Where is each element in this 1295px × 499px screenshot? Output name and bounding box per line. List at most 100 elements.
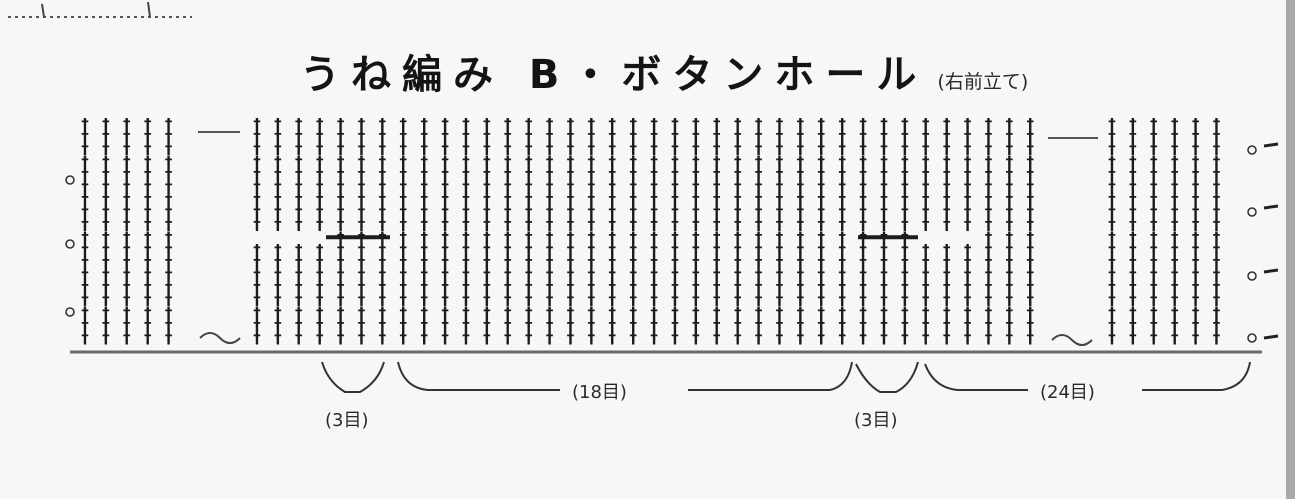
- stitch-symbol: †: [441, 228, 449, 246]
- stitch-symbol: †: [818, 291, 826, 309]
- stitch-symbol: †: [609, 140, 617, 158]
- stitch-symbol: †: [144, 165, 152, 183]
- stitch-symbol: †: [629, 241, 637, 259]
- stitch-symbol: †: [838, 128, 846, 146]
- stitch-symbol: †: [1129, 115, 1137, 133]
- stitch-symbol: †: [379, 279, 387, 297]
- stitch-symbol: †: [1006, 329, 1014, 347]
- stitch-symbol: †: [1108, 304, 1116, 322]
- stitch-symbol: †: [525, 329, 533, 347]
- stitch-symbol: †: [358, 128, 366, 146]
- stitch-symbol: †: [1171, 115, 1179, 133]
- stitch-symbol: †: [525, 279, 533, 297]
- stitch-symbol: †: [81, 216, 89, 234]
- row-marker-right: [1247, 271, 1257, 281]
- stitch-symbol: †: [379, 191, 387, 209]
- stitch-symbol: †: [838, 266, 846, 284]
- stitch-symbol: †: [1171, 329, 1179, 347]
- stitch-symbol: †: [943, 153, 951, 171]
- stitch-symbol: †: [1006, 254, 1014, 272]
- stitch-symbol: †: [295, 279, 303, 297]
- stitch-symbol: †: [546, 140, 554, 158]
- stitch-symbol: †: [165, 128, 173, 146]
- stitch-symbol: †: [922, 140, 930, 158]
- stitch-symbol: †: [504, 178, 512, 196]
- stitch-symbol: †: [504, 128, 512, 146]
- stitch-symbol: †: [144, 241, 152, 259]
- stitch-symbol: †: [400, 329, 408, 347]
- stitch-symbol: †: [713, 140, 721, 158]
- corner-scrap-mark: [8, 1, 192, 18]
- stitch-symbol: †: [797, 304, 805, 322]
- stitch-symbol: †: [274, 191, 282, 209]
- stitch-symbol: †: [671, 241, 679, 259]
- stitch-symbol: †: [755, 228, 763, 246]
- stitch-symbol: †: [337, 128, 345, 146]
- stitch-symbol: †: [316, 191, 324, 209]
- stitch-symbol: †: [144, 266, 152, 284]
- stitch-symbol: †: [734, 216, 742, 234]
- stitch-symbol: †: [1150, 304, 1158, 322]
- stitch-symbol: †: [964, 291, 972, 309]
- stitch-symbol: †: [1129, 178, 1137, 196]
- stitch-symbol: †: [337, 329, 345, 347]
- stitch-symbol: †: [400, 291, 408, 309]
- stitch-symbol: †: [81, 128, 89, 146]
- stitch-symbol: †: [253, 266, 261, 284]
- stitch-symbol: †: [1150, 203, 1158, 221]
- stitch-symbol: †: [102, 203, 110, 221]
- stitch-symbol: †: [1129, 316, 1137, 334]
- stitch-symbol: †: [1213, 140, 1221, 158]
- stitch-symbol: †: [274, 115, 282, 133]
- stitch-symbol: †: [358, 329, 366, 347]
- stitch-symbol: †: [588, 140, 596, 158]
- stitch-symbol: †: [985, 228, 993, 246]
- stitch-symbol: †: [964, 178, 972, 196]
- stitch-symbol: †: [901, 254, 909, 272]
- stitch-symbol: †: [400, 241, 408, 259]
- stitch-symbol: †: [253, 254, 261, 272]
- stitch-symbol: †: [316, 279, 324, 297]
- stitch-symbol: †: [880, 140, 888, 158]
- stitch-symbol: †: [123, 216, 131, 234]
- stitch-symbol: †: [420, 140, 428, 158]
- stitch-symbol: †: [880, 266, 888, 284]
- stitch-symbol: †: [901, 153, 909, 171]
- stitch-symbol: †: [379, 128, 387, 146]
- stitch-symbol: †: [755, 279, 763, 297]
- stitch-symbol: †: [964, 140, 972, 158]
- stitch-symbol: †: [123, 279, 131, 297]
- stitch-symbol: †: [546, 153, 554, 171]
- stitch-symbol: †: [1129, 279, 1137, 297]
- stitch-symbol: †: [483, 165, 491, 183]
- stitch-symbol: †: [102, 316, 110, 334]
- stitch-symbol: †: [1108, 266, 1116, 284]
- stitch-symbol: †: [1213, 266, 1221, 284]
- stitch-symbol: †: [1150, 153, 1158, 171]
- stitch-symbol: †: [295, 329, 303, 347]
- stitch-symbol: †: [880, 153, 888, 171]
- stitch-symbol: †: [650, 254, 658, 272]
- stitch-symbol: †: [797, 191, 805, 209]
- stitch-symbol: †: [546, 304, 554, 322]
- stitch-symbol: †: [400, 191, 408, 209]
- stitch-symbol: †: [713, 115, 721, 133]
- stitch-symbol: †: [588, 266, 596, 284]
- stitch-symbol: †: [123, 178, 131, 196]
- measure-label-18: (18目): [572, 382, 627, 403]
- stitch-symbol: †: [588, 254, 596, 272]
- stitch-symbol: †: [1027, 178, 1035, 196]
- stitch-symbol: †: [943, 291, 951, 309]
- stitch-symbol: †: [964, 216, 972, 234]
- stitch-symbol: †: [483, 203, 491, 221]
- stitch-symbol: †: [880, 191, 888, 209]
- stitch-symbol: †: [295, 165, 303, 183]
- stitch-symbol: †: [316, 203, 324, 221]
- stitch-symbol: †: [483, 178, 491, 196]
- stitch-symbol: †: [144, 254, 152, 272]
- stitch-symbol: †: [713, 128, 721, 146]
- stitch-symbol: †: [102, 254, 110, 272]
- stitch-symbol: †: [1129, 203, 1137, 221]
- stitch-symbol: †: [504, 241, 512, 259]
- stitch-symbol: †: [755, 203, 763, 221]
